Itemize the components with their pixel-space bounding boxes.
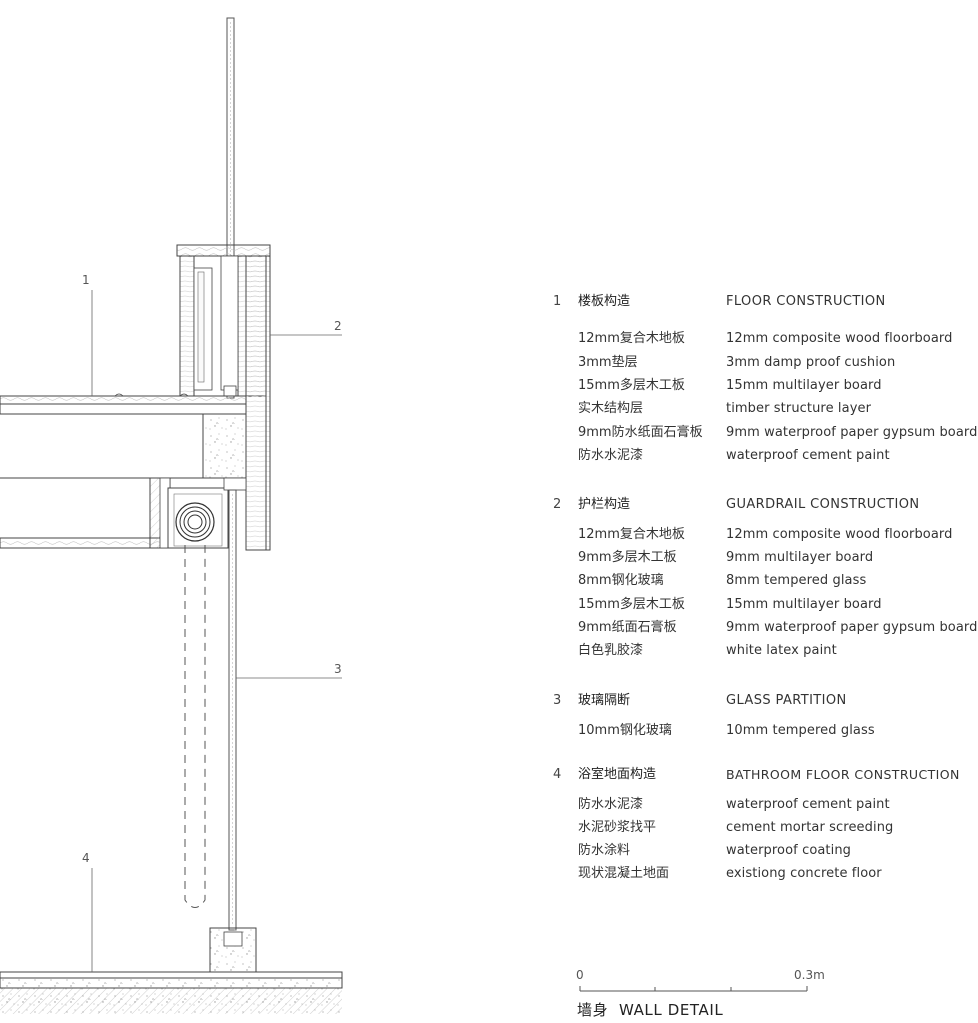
section-number: 3 bbox=[553, 693, 562, 708]
item-en: 12mm composite wood floorboard bbox=[726, 331, 953, 346]
item-en: 9mm waterproof paper gypsum board bbox=[726, 425, 978, 440]
item-zh: 10mm钢化玻璃 bbox=[578, 723, 672, 738]
item-en: timber structure layer bbox=[726, 401, 872, 416]
item-zh: 15mm多层木工板 bbox=[578, 597, 685, 612]
item-en: waterproof coating bbox=[726, 843, 852, 858]
section-heading-zh: 浴室地面构造 bbox=[578, 767, 657, 782]
scale-bar bbox=[579, 986, 808, 992]
scale-end-label: 0.3m bbox=[794, 968, 825, 982]
item-zh: 防水涂料 bbox=[578, 843, 631, 858]
item-zh: 9mm纸面石膏板 bbox=[578, 620, 677, 635]
callout-3: 3 bbox=[334, 662, 342, 676]
item-en: existiong concrete floor bbox=[726, 866, 882, 881]
item-zh: 白色乳胶漆 bbox=[578, 643, 644, 658]
section-heading-en: FLOOR CONSTRUCTION bbox=[726, 294, 886, 309]
item-zh: 水泥砂浆找平 bbox=[578, 820, 657, 835]
section-heading-en: GLASS PARTITION bbox=[726, 693, 847, 708]
item-zh: 15mm多层木工板 bbox=[578, 378, 685, 393]
item-zh: 防水水泥漆 bbox=[578, 448, 644, 463]
bathroom-floor bbox=[0, 927, 343, 1014]
callout-1: 1 bbox=[82, 273, 90, 287]
item-zh: 防水水泥漆 bbox=[578, 797, 644, 812]
roller-blind-dashed bbox=[184, 545, 206, 908]
item-en: 15mm multilayer board bbox=[726, 378, 882, 393]
callout-leaders bbox=[91, 290, 342, 972]
curtain-box bbox=[167, 477, 247, 549]
section-heading-en: BATHROOM FLOOR CONSTRUCTION bbox=[726, 767, 960, 782]
item-en: waterproof cement paint bbox=[726, 448, 890, 463]
item-zh: 12mm复合木地板 bbox=[578, 331, 685, 346]
item-en: waterproof cement paint bbox=[726, 797, 890, 812]
item-zh: 8mm钢化玻璃 bbox=[578, 573, 664, 588]
floor-slab bbox=[0, 393, 247, 549]
item-zh: 12mm复合木地板 bbox=[578, 527, 685, 542]
drawing-title-en: WALL DETAIL bbox=[618, 1001, 724, 1019]
section-heading-zh: 楼板构造 bbox=[578, 294, 631, 309]
item-zh: 实木结构层 bbox=[578, 401, 644, 416]
item-en: 3mm damp proof cushion bbox=[726, 355, 896, 370]
callout-4: 4 bbox=[82, 851, 90, 865]
item-en: 15mm multilayer board bbox=[726, 597, 882, 612]
item-en: 8mm tempered glass bbox=[726, 573, 867, 588]
drawing-title: 墙身 WALL DETAIL bbox=[577, 999, 723, 1020]
guardrail bbox=[176, 244, 271, 551]
section-heading-en: GUARDRAIL CONSTRUCTION bbox=[726, 497, 920, 512]
item-en: 9mm waterproof paper gypsum board bbox=[726, 620, 978, 635]
item-en: 12mm composite wood floorboard bbox=[726, 527, 953, 542]
item-zh: 现状混凝土地面 bbox=[578, 866, 670, 881]
item-zh: 9mm多层木工板 bbox=[578, 550, 677, 565]
item-en: 10mm tempered glass bbox=[726, 723, 875, 738]
drawing-title-zh: 墙身 bbox=[577, 1001, 609, 1019]
item-en: white latex paint bbox=[726, 643, 837, 658]
scale-start-label: 0 bbox=[576, 968, 584, 982]
callout-2: 2 bbox=[334, 319, 342, 333]
item-en: 9mm multilayer board bbox=[726, 550, 874, 565]
section-heading-zh: 玻璃隔断 bbox=[578, 693, 631, 708]
item-zh: 3mm垫层 bbox=[578, 355, 638, 370]
section-heading-zh: 护栏构造 bbox=[578, 497, 631, 512]
item-zh: 9mm防水纸面石膏板 bbox=[578, 425, 703, 440]
section-number: 2 bbox=[553, 497, 562, 512]
item-en: cement mortar screeding bbox=[726, 820, 894, 835]
section-number: 4 bbox=[553, 767, 562, 782]
glass-partition-lower bbox=[228, 489, 237, 931]
section-number: 1 bbox=[553, 294, 562, 309]
